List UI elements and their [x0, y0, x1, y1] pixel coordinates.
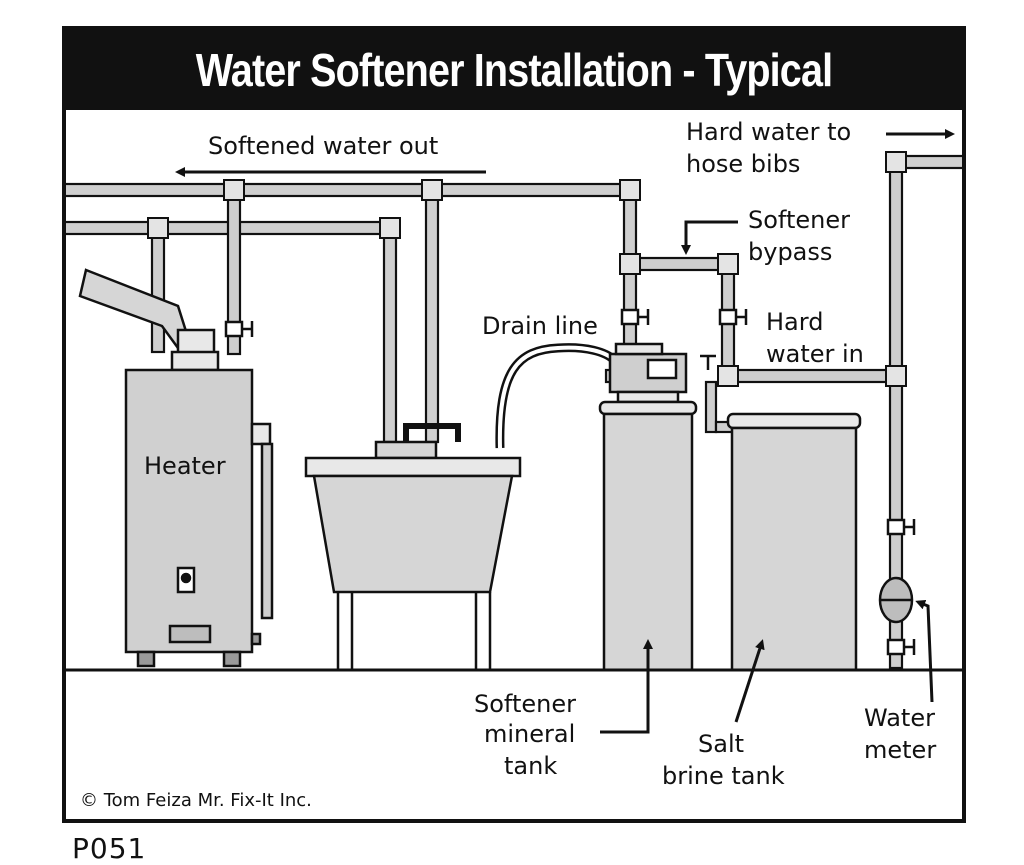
label-hard-water-in-2: water in — [766, 340, 864, 368]
label-drain-line: Drain line — [482, 312, 598, 340]
copyright-text: © Tom Feiza Mr. Fix-It Inc. — [80, 790, 312, 811]
label-water-meter-2: meter — [864, 736, 936, 764]
softener-mineral-tank — [598, 400, 698, 672]
label-softener-bypass-1: Softener — [748, 206, 850, 234]
figure-code: P051 — [72, 832, 147, 865]
label-salt: Salt — [698, 730, 744, 758]
label-water-meter-1: Water — [864, 704, 935, 732]
diagram-title: Water Softener Installation - Typical — [195, 44, 833, 96]
arrow-mineral-tank — [600, 639, 653, 734]
pipe-fittings — [147, 151, 907, 387]
arrow-brine-tank — [734, 639, 765, 723]
label-heater: Heater — [144, 452, 226, 480]
salt-brine-tank — [726, 412, 862, 672]
label-brine-tank: brine tank — [662, 762, 785, 790]
label-softener-mineral-2: mineral — [484, 720, 575, 748]
label-hard-water-to: Hard water to — [686, 118, 851, 146]
label-softener-bypass-2: bypass — [748, 238, 832, 266]
label-hose-bibs: hose bibs — [686, 150, 800, 178]
water-heater — [78, 268, 274, 668]
arrow-bypass — [681, 220, 738, 255]
laundry-sink — [304, 423, 522, 670]
label-softener-mineral-1: Softener — [474, 690, 576, 718]
arrow-water-meter — [915, 599, 934, 703]
label-hard-water-in-1: Hard — [766, 308, 823, 336]
water-meter — [878, 576, 914, 624]
label-softener-mineral-3: tank — [504, 752, 557, 780]
diagram-frame: Water Softener Installation - Typical — [62, 26, 966, 823]
title-bar: Water Softener Installation - Typical — [66, 30, 962, 110]
label-softened-water-out: Softened water out — [208, 132, 438, 160]
valves — [224, 308, 916, 656]
installation-diagram: Softened water out Hard water to hose bi… — [66, 118, 962, 811]
softener-control-head — [608, 342, 688, 404]
